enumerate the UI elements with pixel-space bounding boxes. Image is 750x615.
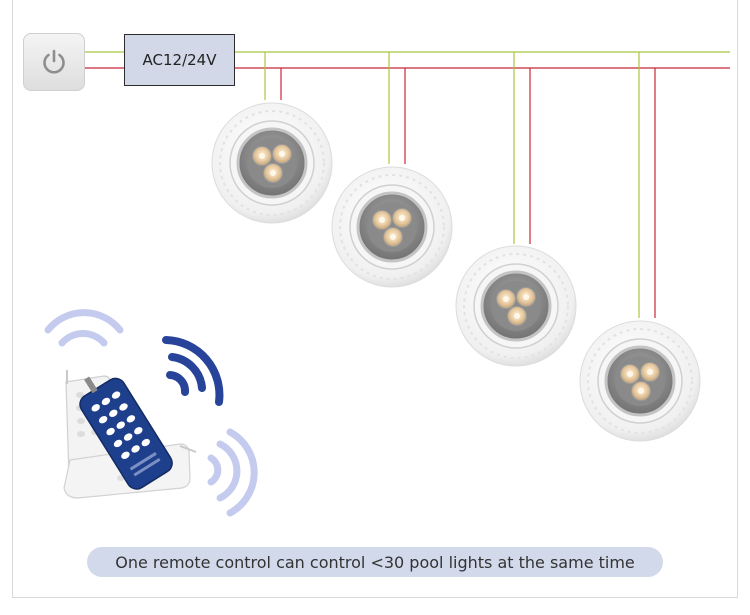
signal-waves-icon xyxy=(44,309,124,347)
pool-light-icon xyxy=(210,101,334,225)
power-bus xyxy=(85,51,730,69)
signal-waves-icon xyxy=(162,336,224,406)
pool-light-icon xyxy=(330,165,454,289)
pool-light-icon xyxy=(454,244,578,368)
pool-light-icon xyxy=(578,319,702,443)
signal-waves-icon xyxy=(207,428,258,517)
power-supply-label: AC12/24V xyxy=(142,51,217,69)
drop-wires xyxy=(264,52,656,318)
caption-pill: One remote control can control <30 pool … xyxy=(87,547,663,577)
power-supply-box: AC12/24V xyxy=(124,34,235,86)
power-icon xyxy=(43,49,65,74)
caption-text: One remote control can control <30 pool … xyxy=(115,552,635,572)
remote-control-icon xyxy=(79,376,173,490)
power-button[interactable] xyxy=(23,33,85,91)
diagram-frame xyxy=(12,0,738,598)
